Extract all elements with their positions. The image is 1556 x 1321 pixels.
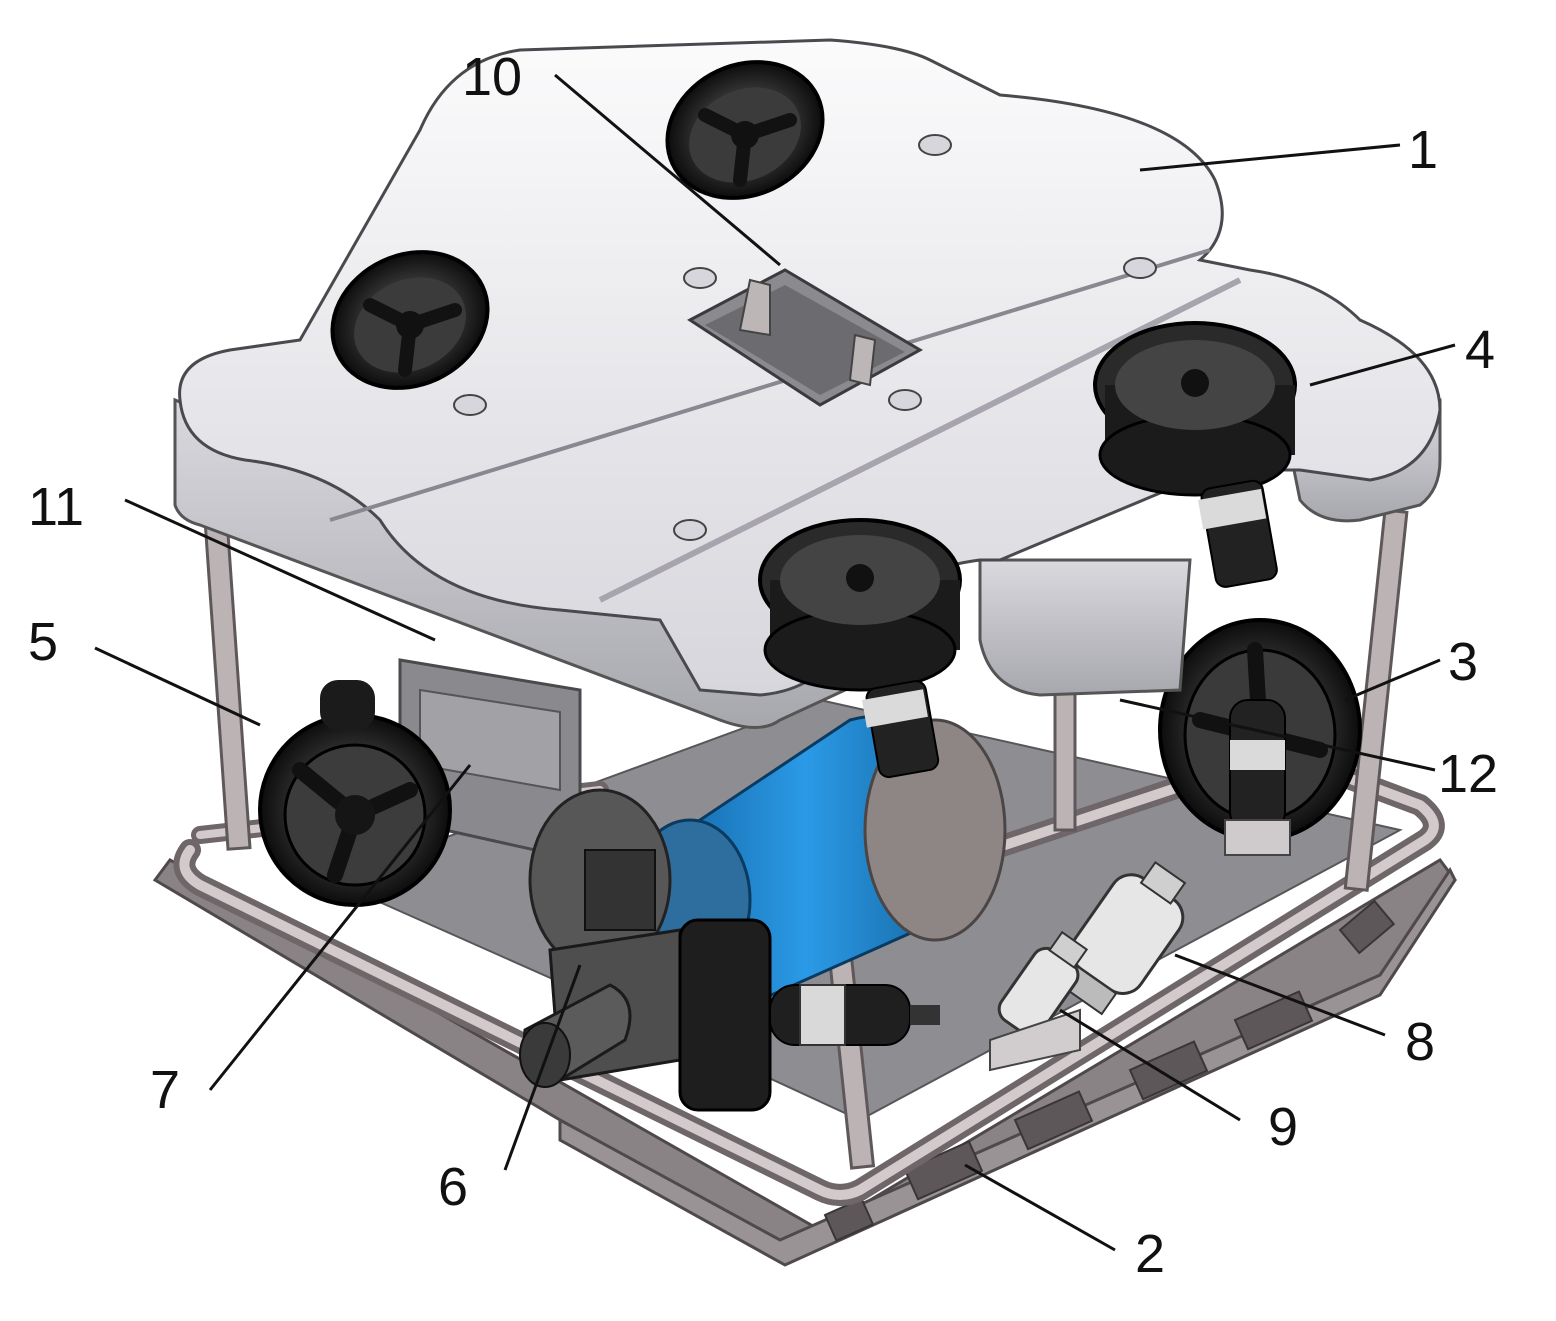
leader-line-7: [208, 764, 472, 1091]
leader-line-9: [1059, 1008, 1241, 1122]
leader-lines: [94, 73, 1456, 1252]
callout-3: 3: [1448, 632, 1478, 692]
leader-line-6: [503, 964, 582, 1171]
leader-line-11: [124, 498, 436, 642]
leader-line-8: [1174, 953, 1386, 1037]
top-rear-thruster: [665, 60, 825, 200]
leader-line-1: [1139, 143, 1401, 172]
leader-line-2: [964, 1163, 1116, 1252]
front-camera-assembly: [519, 788, 682, 1088]
skid-cutouts: [823, 899, 1396, 1242]
leader-line-12: [1119, 698, 1436, 772]
callout-6: 6: [438, 1157, 468, 1217]
front-vertical-thruster: [758, 518, 962, 779]
callout-4: 4: [1465, 320, 1495, 380]
callout-9: 9: [1268, 1097, 1298, 1157]
callout-11: 11: [28, 477, 84, 537]
leader-line-4: [1309, 343, 1456, 387]
callout-5: 5: [28, 612, 58, 672]
leader-line-10: [554, 73, 781, 267]
callout-labels: 1 2 3 4 5 6 7 8 9 10 11 12: [28, 47, 1498, 1284]
mounting-lugs: [453, 134, 1157, 541]
leader-line-5: [94, 646, 261, 727]
float-right-side: [978, 558, 1192, 697]
callout-10: 10: [462, 47, 522, 107]
ducted-propeller-thruster-icon: [678, 918, 772, 1112]
connectors: [989, 860, 1187, 1072]
underwater-connector-icon: [997, 930, 1089, 1038]
buoyancy-float: [173, 38, 1442, 729]
callout-2: 2: [1135, 1224, 1165, 1284]
top-left-thruster: [330, 250, 490, 390]
rear-vertical-thruster: [1093, 321, 1297, 588]
skid-side-panel: [558, 867, 1457, 1267]
callout-7: 7: [150, 1060, 180, 1120]
callout-1: 1: [1408, 120, 1438, 180]
lateral-thruster-front: [678, 918, 940, 1112]
lower-left-thruster: [258, 680, 452, 907]
callout-12: 12: [1438, 744, 1498, 804]
callout-8: 8: [1405, 1012, 1435, 1072]
leader-line-3: [1344, 658, 1441, 702]
